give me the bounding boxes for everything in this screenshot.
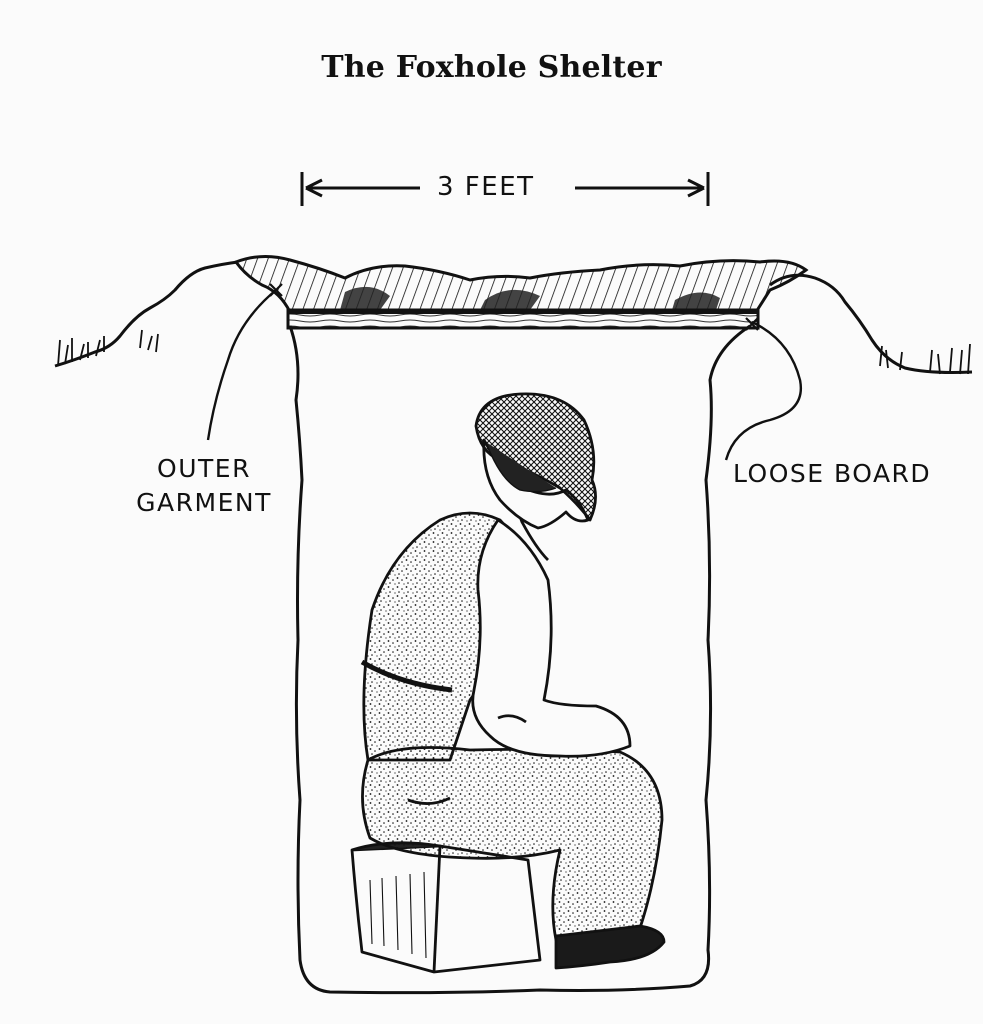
grass-tufts bbox=[57, 329, 971, 375]
loose-board-leader bbox=[724, 320, 803, 461]
foxhole-walls bbox=[288, 324, 751, 995]
loose-board-label: LOOSE BOARD bbox=[733, 459, 932, 488]
dimension-line bbox=[300, 172, 710, 206]
seated-soldier bbox=[350, 392, 666, 974]
outer-garment-label-line1: OUTER bbox=[157, 454, 251, 483]
outer-garment-leader bbox=[206, 289, 277, 441]
arm bbox=[471, 518, 632, 758]
diagram-title: The Foxhole Shelter bbox=[321, 50, 662, 85]
dimension-label: 3 FEET bbox=[425, 170, 547, 204]
outer-garment-label-line2: GARMENT bbox=[136, 488, 272, 517]
ground-surface bbox=[54, 260, 973, 374]
mound-dark-patches bbox=[340, 286, 720, 310]
outer-garment-label: OUTER GARMENT bbox=[124, 452, 284, 520]
boot bbox=[554, 924, 666, 970]
box-seat bbox=[350, 844, 542, 974]
